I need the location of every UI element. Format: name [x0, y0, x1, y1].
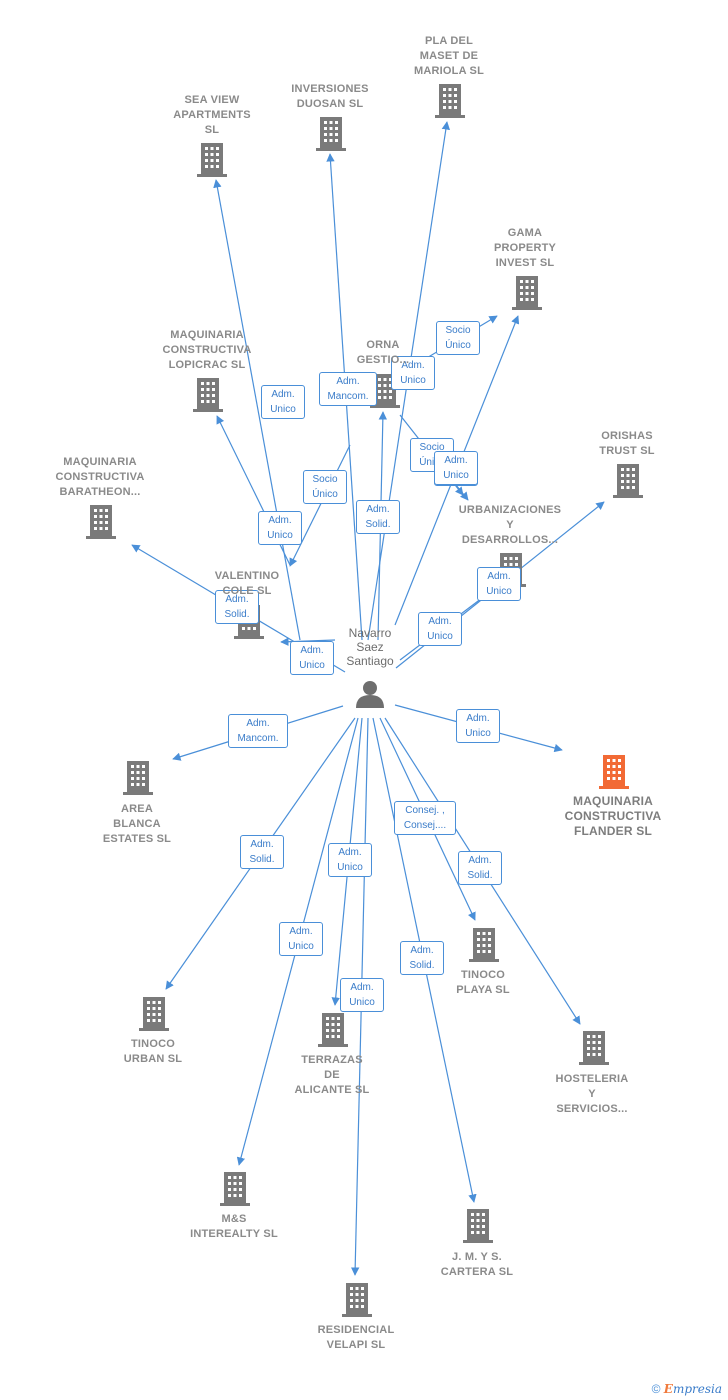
footer-brand: © Empresia [652, 1382, 722, 1396]
building-icon-tinoco-urban[interactable] [139, 997, 169, 1031]
company-name-maquinaria-baratheon[interactable]: MAQUINARIA CONSTRUCTIVA BARATHEON... [55, 456, 145, 498]
edge-label-orna-gestion[interactable]: Adm. Solid. [356, 500, 400, 534]
edge-label-gama-property[interactable]: Socio Único [436, 321, 480, 355]
company-name-inversiones-duosan[interactable]: INVERSIONES DUOSAN SL [291, 83, 369, 110]
edge-label-maquinaria-flander[interactable]: Adm. Unico [456, 709, 500, 743]
edge-label-maquinaria-baratheon[interactable]: Adm. Solid. [215, 590, 259, 624]
edge-label-orishas-trust[interactable]: Adm. Unico [477, 567, 521, 601]
building-icon-orishas-trust[interactable] [613, 464, 643, 498]
edge-valentino [289, 444, 351, 567]
edge-label-maquinaria-lopicrac[interactable]: Adm. Unico [258, 511, 302, 545]
edge-label-area-blanca[interactable]: Adm. Mancom. [228, 714, 288, 748]
edge-label-terrazas[interactable]: Adm. Unico [328, 843, 372, 877]
company-name-tinoco-urban[interactable]: TINOCO URBAN SL [123, 1038, 183, 1065]
edge-label-jm-y-s[interactable]: Adm. Solid. [400, 941, 444, 975]
building-icon-ms-interealty[interactable] [220, 1172, 250, 1206]
company-name-orna-gestion[interactable]: ORNA GESTIO... [356, 339, 410, 366]
edge-label-inversiones-duosan[interactable]: Adm. Mancom. [319, 372, 377, 406]
company-name-terrazas[interactable]: TERRAZAS DE ALICANTE SL [294, 1054, 370, 1096]
company-name-gama-property[interactable]: GAMA PROPERTY INVEST SL [493, 227, 557, 269]
building-icon-jm-y-s[interactable] [463, 1209, 493, 1243]
edge-label-ms-interealty[interactable]: Adm. Unico [279, 922, 323, 956]
company-name-tinoco-playa[interactable]: TINOCO PLAYA SL [456, 969, 510, 996]
company-name-valentino[interactable]: VALENTINO COLE SL [214, 570, 280, 597]
edge-label-sea-view[interactable]: Adm. Unico [261, 385, 305, 419]
building-icon-hosteleria[interactable] [579, 1031, 609, 1065]
building-icon-inversiones-duosan[interactable] [316, 117, 346, 151]
edge-label-urbanizaciones[interactable]: Adm. Unico [418, 612, 462, 646]
edge-label-valentino[interactable]: Socio Único [303, 470, 347, 504]
edge-label-residencial-velapi[interactable]: Adm. Unico [340, 978, 384, 1012]
edge-label-tinoco-playa[interactable]: Consej. , Consej.... [394, 801, 456, 835]
company-name-jm-y-s[interactable]: J. M. Y S. CARTERA SL [440, 1251, 514, 1278]
building-icon-tinoco-playa[interactable] [469, 928, 499, 962]
building-icon-maquinaria-lopicrac[interactable] [193, 378, 223, 412]
building-icon-maquinaria-baratheon[interactable] [86, 505, 116, 539]
edge-label-valentino[interactable]: Adm. Unico [290, 641, 334, 675]
edge-label-tinoco-urban[interactable]: Adm. Solid. [240, 835, 284, 869]
company-name-maquinaria-lopicrac[interactable]: MAQUINARIA CONSTRUCTIVA LOPICRAC SL [162, 329, 252, 371]
company-name-hosteleria[interactable]: HOSTELERIA Y SERVICIOS... [555, 1073, 629, 1115]
company-name-sea-view[interactable]: SEA VIEW APARTMENTS SL [173, 94, 251, 136]
building-icon-area-blanca[interactable] [123, 761, 153, 795]
company-name-residencial-velapi[interactable]: RESIDENCIAL VELAPI SL [317, 1324, 395, 1351]
edge-label-pla-del-maset[interactable]: Adm. Unico [391, 356, 435, 390]
building-icon-residencial-velapi[interactable] [342, 1283, 372, 1317]
company-name-urbanizaciones[interactable]: URBANIZACIONES Y DESARROLLOS... [458, 504, 562, 546]
person-icon [356, 681, 384, 708]
company-name-ms-interealty[interactable]: M&S INTEREALTY SL [190, 1213, 278, 1240]
copyright-symbol: © [651, 1382, 661, 1396]
building-icon-maquinaria-flander[interactable] [599, 755, 629, 789]
company-name-maquinaria-flander[interactable]: MAQUINARIA CONSTRUCTIVA FLANDER SL [564, 794, 662, 838]
edge-label-hosteleria[interactable]: Adm. Solid. [458, 851, 502, 885]
company-name-orishas-trust[interactable]: ORISHAS TRUST SL [599, 430, 655, 457]
building-icon-sea-view[interactable] [197, 143, 227, 177]
edge-sea-view [213, 179, 301, 641]
building-icon-terrazas[interactable] [318, 1013, 348, 1047]
edge-label-urbanizaciones[interactable]: Adm. Unico [434, 451, 478, 485]
company-name-pla-del-maset[interactable]: PLA DEL MASET DE MARIOLA SL [413, 35, 485, 77]
building-icon-pla-del-maset[interactable] [435, 84, 465, 118]
brand-logo: Empresia [663, 1382, 722, 1396]
building-icon-gama-property[interactable] [512, 276, 542, 310]
person-name[interactable]: Navarro Saez Santiago [346, 626, 394, 668]
company-name-area-blanca[interactable]: AREA BLANCA ESTATES SL [102, 803, 172, 845]
